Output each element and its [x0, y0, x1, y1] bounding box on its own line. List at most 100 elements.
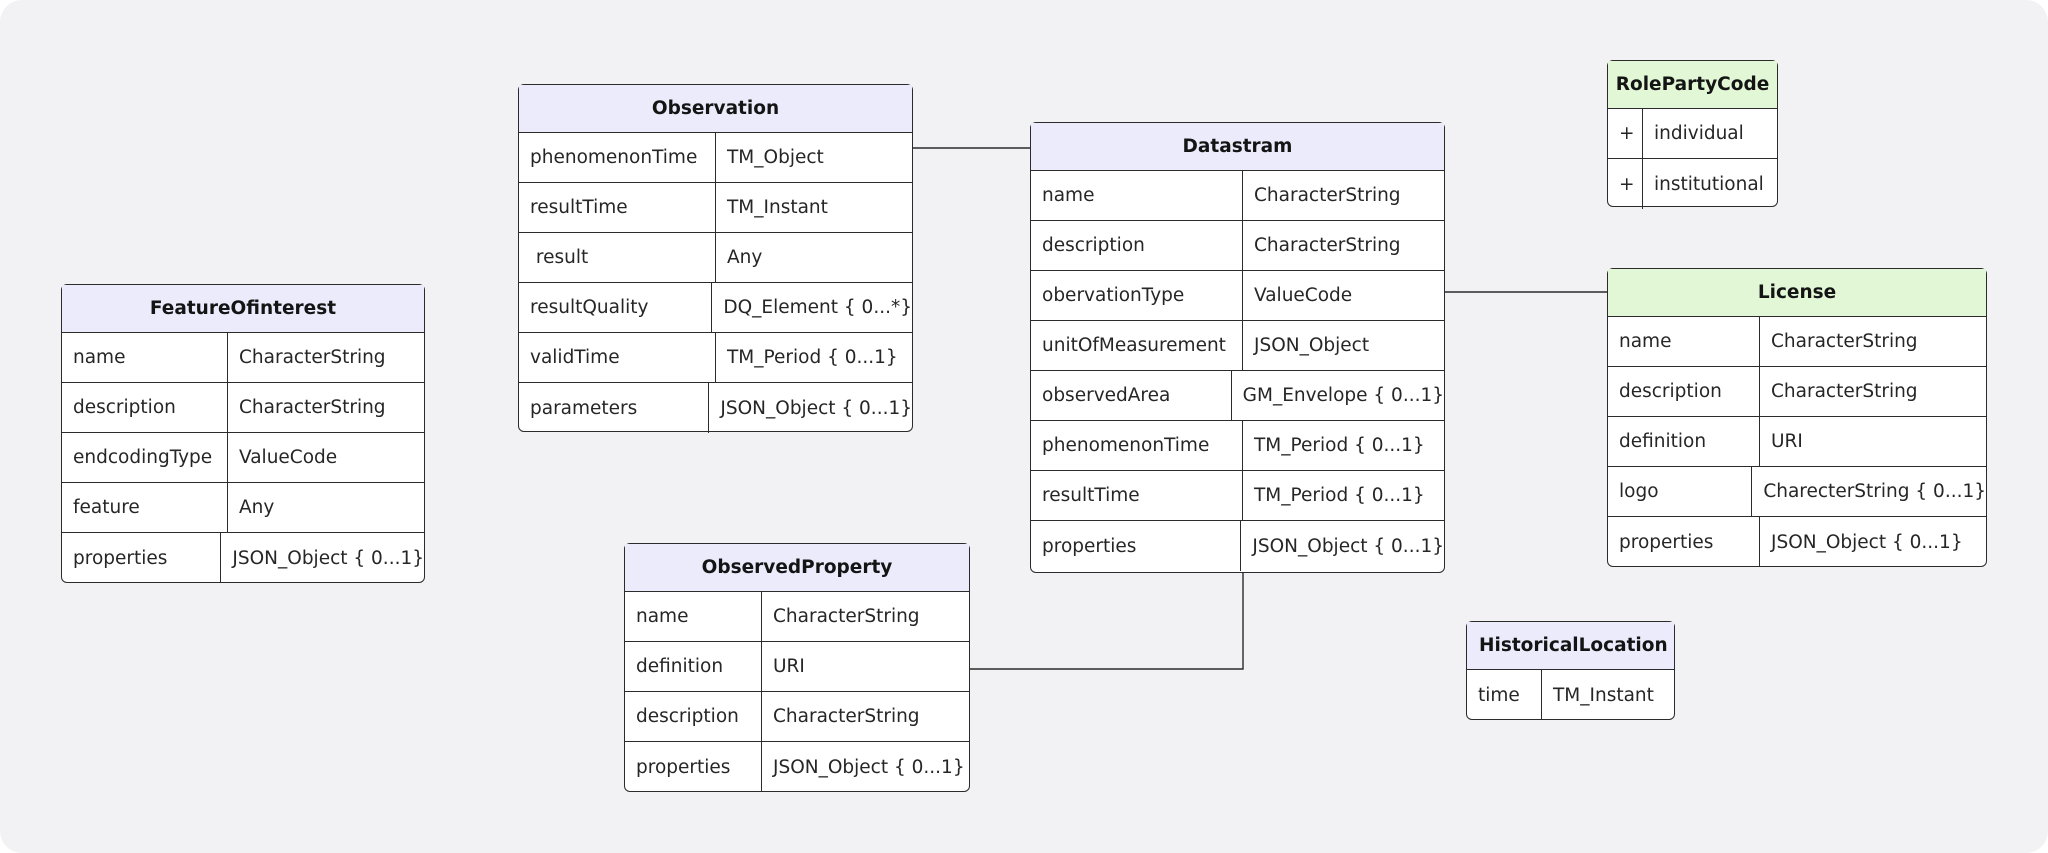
attribute-name: observedArea — [1031, 371, 1232, 420]
attribute-type: JSON_Object — [1254, 335, 1370, 356]
attribute-name: name — [1031, 171, 1243, 220]
enum-value: institutional — [1654, 173, 1764, 195]
entity-title: Datastram — [1031, 123, 1444, 171]
attribute-row: phenomenonTime TM_Object — [519, 133, 912, 183]
entity-title: FeatureOfinterest — [62, 285, 424, 333]
attribute-type: URI — [773, 656, 805, 677]
attribute-type: TM_Instant — [1553, 684, 1654, 706]
entity-title: License — [1608, 269, 1986, 317]
attribute-row: definition URI — [1608, 417, 1986, 467]
entity-title: ObservedProperty — [625, 544, 969, 592]
attribute-name: description — [62, 383, 228, 432]
attribute-row: name CharacterString — [625, 592, 969, 642]
attribute-type: GM_Envelope { 0...1} — [1242, 385, 1444, 406]
attribute-row: endcodingType ValueCode — [62, 433, 424, 483]
attribute-row: observedArea GM_Envelope { 0...1} — [1031, 371, 1444, 421]
attribute-name: definition — [625, 642, 762, 691]
attribute-name: obervationType — [1031, 271, 1243, 320]
attribute-type: CharacterString — [239, 347, 386, 368]
attribute-name: result — [519, 233, 716, 282]
attribute-row: unitOfMeasurement JSON_Object — [1031, 321, 1444, 371]
attribute-name: properties — [625, 742, 762, 792]
attribute-name: resultQuality — [519, 283, 713, 332]
attribute-name: name — [62, 333, 228, 382]
attribute-name: description — [1031, 221, 1243, 270]
attribute-row: name CharacterString — [62, 333, 424, 383]
attribute-type: Any — [727, 247, 763, 268]
attribute-name: resultTime — [519, 183, 716, 232]
enum-marker: + — [1608, 159, 1643, 209]
attribute-type: JSON_Object { 0...1} — [773, 756, 965, 778]
attribute-name: validTime — [519, 333, 716, 382]
entity-title: RolePartyCode — [1608, 61, 1777, 109]
attribute-row: properties JSON_Object { 0...1} — [1031, 521, 1444, 571]
attribute-type: ValueCode — [239, 447, 338, 468]
attribute-type: TM_Period { 0...1} — [1254, 485, 1425, 506]
enum-value: individual — [1654, 123, 1744, 144]
attribute-row: resultQuality DQ_Element { 0...*} — [519, 283, 912, 333]
attribute-name: time — [1467, 670, 1542, 720]
attribute-type: Any — [239, 497, 275, 518]
attribute-row: description CharacterString — [1031, 221, 1444, 271]
attribute-type: CharacterString — [773, 706, 920, 727]
attribute-name: parameters — [519, 383, 710, 433]
attribute-name: definition — [1608, 417, 1760, 466]
attribute-name: description — [625, 692, 762, 741]
attribute-type: TM_Instant — [727, 197, 828, 218]
attribute-name: unitOfMeasurement — [1031, 321, 1243, 370]
attribute-name: properties — [1031, 521, 1242, 571]
attribute-row: properties JSON_Object { 0...1} — [1608, 517, 1986, 567]
attribute-row: resultTime TM_Period { 0...1} — [1031, 471, 1444, 521]
attribute-row: description CharacterString — [625, 692, 969, 742]
attribute-name: properties — [1608, 517, 1760, 567]
attribute-type: URI — [1771, 431, 1803, 452]
attribute-name: name — [625, 592, 762, 641]
attribute-name: logo — [1608, 467, 1753, 516]
connector-observedproperty-datastream — [969, 572, 1244, 670]
attribute-type: CharacterString — [773, 606, 920, 627]
attribute-row: definition URI — [625, 642, 969, 692]
attribute-row: properties JSON_Object { 0...1} — [625, 742, 969, 792]
attribute-row: properties JSON_Object { 0...1} — [62, 533, 424, 583]
attribute-name: properties — [62, 533, 222, 583]
attribute-type: CharacterString — [239, 397, 386, 418]
attribute-name: resultTime — [1031, 471, 1243, 520]
entity-title: HistoricalLocation — [1467, 622, 1674, 670]
attribute-type: JSON_Object { 0...1} — [720, 397, 912, 419]
attribute-type: CharacterString — [1254, 235, 1401, 256]
attribute-row: time TM_Instant — [1467, 670, 1674, 720]
attribute-row: obervationType ValueCode — [1031, 271, 1444, 321]
attribute-type: ValueCode — [1254, 285, 1353, 306]
attribute-name: phenomenonTime — [1031, 421, 1243, 470]
attribute-type: TM_Object — [727, 147, 824, 168]
attribute-row: resultTime TM_Instant — [519, 183, 912, 233]
enum-row: + individual — [1608, 109, 1777, 159]
attribute-name: endcodingType — [62, 433, 228, 482]
attribute-type: JSON_Object { 0...1} — [232, 547, 424, 569]
attribute-name: description — [1608, 367, 1760, 416]
rolepartycode-entity: RolePartyCode + individual + institutional — [1607, 60, 1778, 209]
attribute-name: name — [1608, 317, 1760, 366]
attribute-type: DQ_Element { 0...*} — [723, 297, 912, 318]
historicallocation-entity: HistoricalLocation time TM_Instant — [1466, 621, 1675, 720]
attribute-type: TM_Period { 0...1} — [727, 347, 898, 368]
attribute-type: JSON_Object { 0...1} — [1252, 535, 1444, 557]
entity-title: Observation — [519, 85, 912, 133]
attribute-name: feature — [62, 483, 228, 532]
enum-marker: + — [1608, 109, 1643, 158]
observation-entity: Observation phenomenonTime TM_Object resu… — [518, 84, 913, 433]
attribute-type: JSON_Object { 0...1} — [1771, 531, 1963, 553]
attribute-name: phenomenonTime — [519, 133, 716, 182]
attribute-row: result Any — [519, 233, 912, 283]
attribute-row: validTime TM_Period { 0...1} — [519, 333, 912, 383]
attribute-type: CharacterString — [1771, 381, 1918, 402]
attribute-row: description CharacterString — [1608, 367, 1986, 417]
